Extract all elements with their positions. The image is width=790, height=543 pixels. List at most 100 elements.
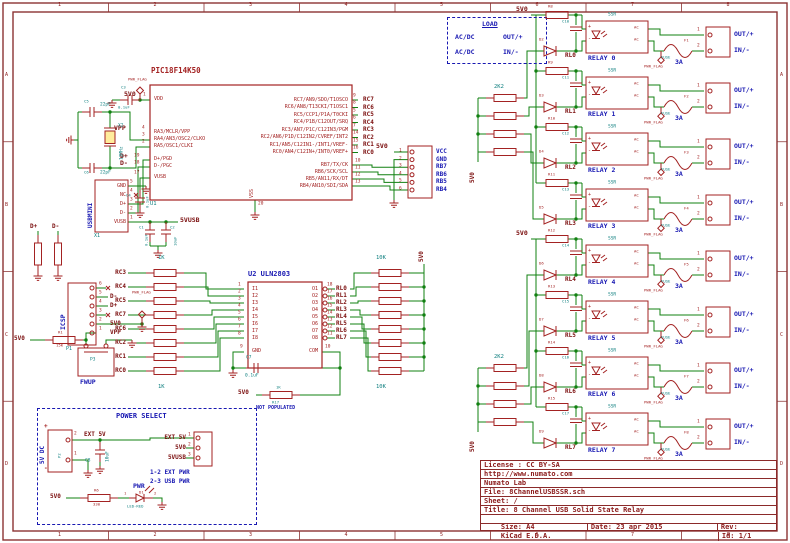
- net-label: RL2: [336, 298, 347, 306]
- title-block-date: Date: 23 apr 2015: [588, 523, 718, 531]
- fuse-rating: 3A: [675, 450, 683, 458]
- pin-num: 3: [188, 451, 191, 457]
- pin-num: 14: [353, 130, 359, 136]
- out-label: OUT/+: [734, 142, 754, 150]
- title-block-size: Size: A4: [498, 523, 588, 531]
- in-label: IN/-: [734, 46, 750, 54]
- pin-name: RC2/AN6/P1D/C12IN2/CVREF/INT2: [260, 134, 348, 140]
- array-val: 1K: [158, 255, 165, 261]
- crystal-ref: X2: [118, 123, 124, 129]
- fuse-label: FUSE: [661, 335, 671, 340]
- array-val: 2K2: [494, 354, 504, 360]
- net-label: RL4: [336, 312, 347, 320]
- pin-num: 7: [353, 122, 356, 128]
- pin-num: 16: [353, 145, 359, 151]
- net-label: RC0: [115, 366, 126, 374]
- net-label: RL1: [336, 291, 347, 299]
- pwr-flag-label: PWR_FLAG: [132, 290, 151, 295]
- pin-num: 2: [74, 431, 77, 437]
- cap-ref: C13: [562, 187, 570, 192]
- out-label: OUT/+: [734, 254, 754, 262]
- ssr-label: SSR: [608, 236, 617, 242]
- net-label-5v0: 5V0: [418, 251, 425, 262]
- frame-col-label: 8: [726, 532, 730, 538]
- ssr-ac: AC: [634, 249, 639, 254]
- pin-name: O5: [311, 313, 318, 320]
- diode-ref: D9: [539, 429, 544, 434]
- frame-row-label: D: [5, 461, 9, 468]
- pin-name: D-: [119, 209, 126, 216]
- title-block: License : CC BY-SA http://www.numato.com…: [480, 460, 777, 541]
- button-ref: P3: [90, 357, 96, 363]
- fuse-rating: 3A: [675, 338, 683, 346]
- pin-name: O7: [311, 327, 318, 334]
- out-label: OUT/+: [734, 422, 754, 430]
- conn-minus: -: [44, 465, 48, 472]
- fuse-ref: F4: [684, 206, 689, 211]
- array-val: 2K2: [494, 84, 504, 90]
- net-label-5vusb: 5VUSB: [180, 216, 200, 224]
- cap-val: 0.1uF: [145, 196, 150, 208]
- pin-net-label: VPP: [110, 329, 121, 336]
- out-label: OUT/+: [734, 198, 754, 206]
- ssr-ac: AC: [634, 193, 639, 198]
- relay-name: RELAY 6: [588, 390, 616, 398]
- pin-num: 8: [238, 330, 241, 336]
- cap-ref: C11: [562, 75, 570, 80]
- net-label-5v0: 5V0: [238, 389, 249, 396]
- fuse-rating: 3A: [675, 226, 683, 234]
- pin-num: 8: [353, 100, 356, 106]
- pin-num: 12: [327, 323, 333, 329]
- pin-name: RB4/AN10/SDI/SDA: [299, 182, 348, 189]
- pin-num: 2: [697, 435, 700, 441]
- cap-ref: C4: [126, 193, 131, 198]
- pin-num: 3: [142, 132, 145, 138]
- button-label: FWUP: [80, 378, 96, 386]
- net-label: RL7: [565, 444, 576, 451]
- usb-ref: X1: [94, 233, 101, 239]
- frame-col-label: 6: [535, 2, 539, 8]
- fuse-label: FUSE: [661, 55, 671, 60]
- title-block-rev: Rev:: [720, 523, 738, 531]
- res-ref: R11: [548, 172, 556, 177]
- pin-num: 11: [327, 330, 333, 336]
- load-dst: OUT/+: [503, 33, 523, 41]
- fuse-ref: F3: [684, 150, 689, 155]
- net-label: RC6: [363, 103, 374, 111]
- pin-net-label: 5V0: [110, 320, 121, 327]
- cap-ref: C6: [84, 170, 89, 175]
- ssr-minus: -: [588, 36, 592, 42]
- ssr-plus: +: [588, 304, 592, 310]
- led-label: PWR: [133, 482, 145, 490]
- in-label: IN/-: [734, 102, 750, 110]
- power-select-title: POWER SELECT: [116, 412, 167, 420]
- usb-value: USBMINI: [87, 202, 94, 228]
- title-block-title: Title: 8 Channel USB Solid State Relay: [481, 506, 776, 515]
- net-label: RL0: [336, 284, 347, 292]
- res-ref: R1: [58, 330, 63, 335]
- in-label: IN/-: [734, 214, 750, 222]
- net-label: RC7: [115, 310, 126, 318]
- diode-ref: D8: [539, 373, 544, 378]
- power-select-box: [37, 408, 257, 525]
- pin-num: 1: [697, 139, 700, 145]
- pin-num: 10: [325, 344, 331, 350]
- net-label-5v0: 5V0: [50, 493, 61, 500]
- ssr-ac: AC: [634, 93, 639, 98]
- pwr-flag-label: PWR_FLAG: [644, 400, 663, 405]
- relay-channel: R8 C10 D2 RL0 SSR RELAY 0 + - AC AC F1 F…: [520, 5, 776, 75]
- jumper-net-label: 5VUSB: [167, 453, 186, 461]
- ssr-ac: AC: [634, 137, 639, 142]
- pwr-flag-label: PWR_FLAG: [644, 120, 663, 125]
- cap-ref: C5: [84, 99, 89, 104]
- pin-name: I2: [252, 292, 259, 299]
- pin-num: 5: [399, 178, 402, 184]
- fuse-ref: F2: [684, 94, 689, 99]
- res-ref: R6: [94, 488, 99, 493]
- ssr-minus: -: [588, 148, 592, 154]
- pin-name: I7: [252, 327, 259, 334]
- pin-name: I4: [252, 306, 259, 313]
- pwr-flag-label: PWR_FLAG: [644, 288, 663, 293]
- conn-plus: +: [44, 423, 48, 430]
- net-label: RL6: [336, 326, 347, 334]
